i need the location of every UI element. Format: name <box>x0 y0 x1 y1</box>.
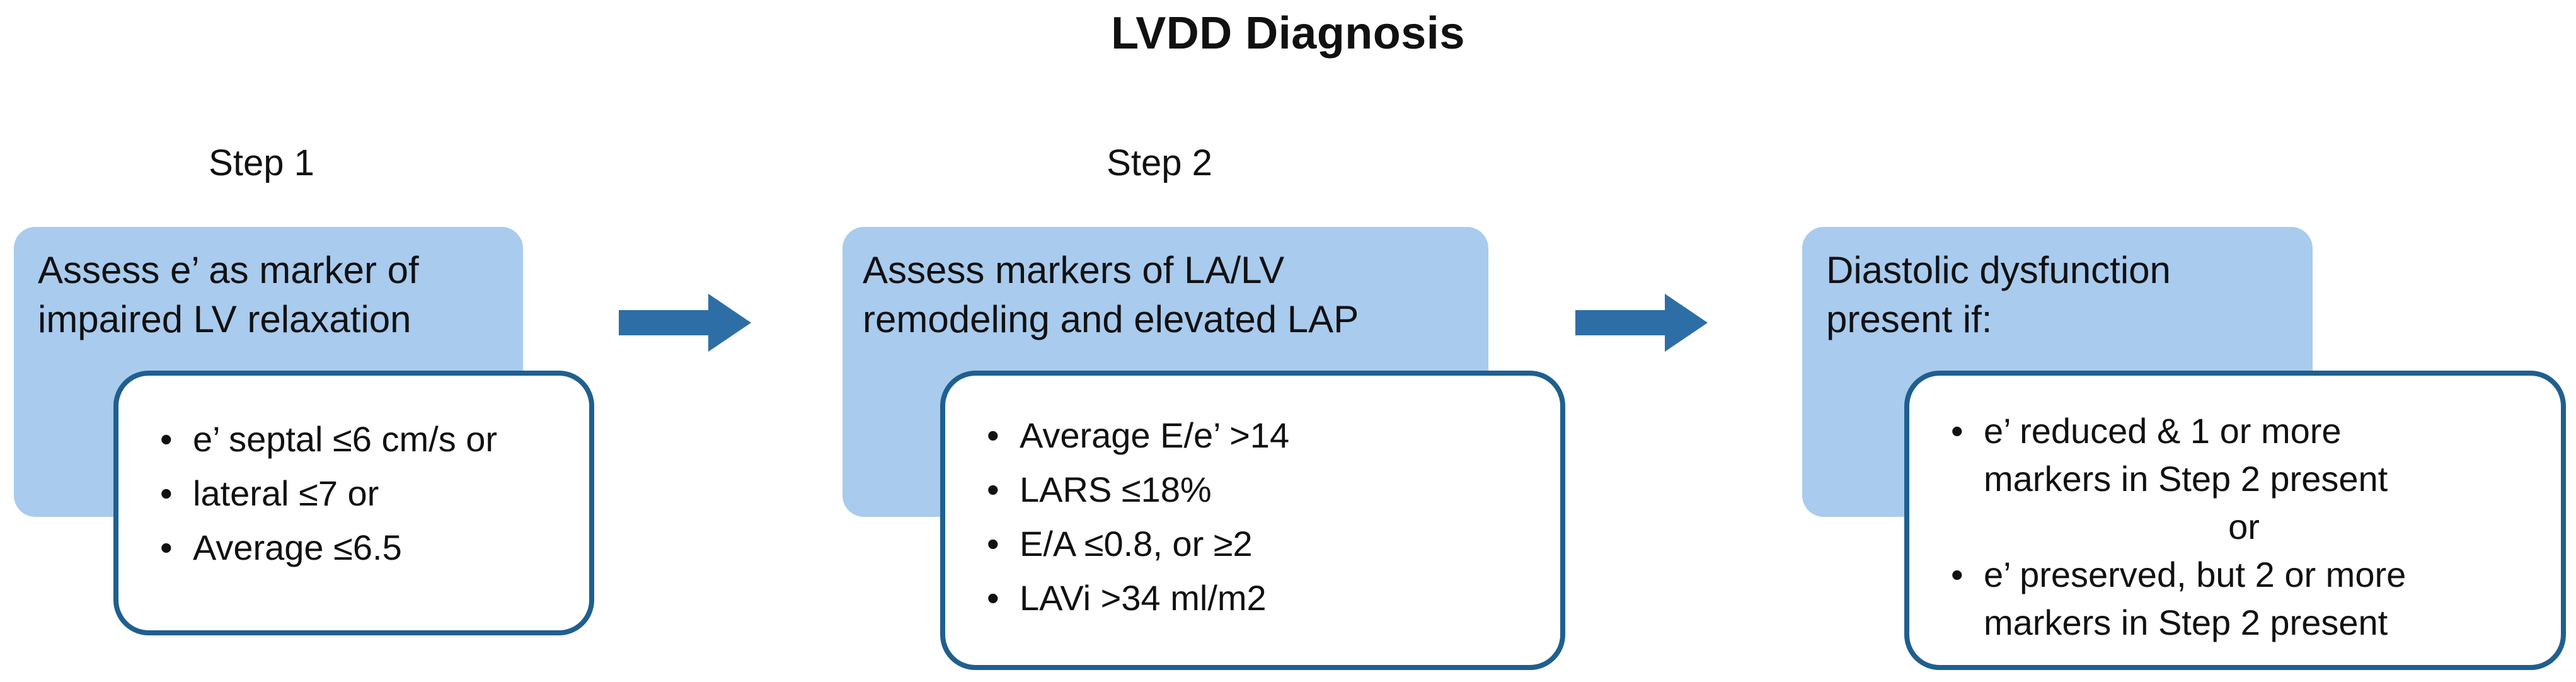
condition-2: • e’ preserved, but 2 or more markers in… <box>1946 551 2542 647</box>
criteria-item: e’ septal ≤6 cm/s or <box>155 412 589 466</box>
condition-1-line1: e’ reduced & 1 or more <box>1984 411 2342 451</box>
step-1-criteria-list: e’ septal ≤6 cm/s or lateral ≤7 or Avera… <box>155 412 589 575</box>
step-2-label: Step 2 <box>1107 142 1212 183</box>
right-arrow-icon <box>1575 294 1708 352</box>
conclusion-header-line1: Diastolic dysfunction <box>1826 249 2171 291</box>
step-1-label: Step 1 <box>209 142 314 183</box>
criteria-item: E/A ≤0.8, or ≥2 <box>982 517 1560 571</box>
criteria-item: LARS ≤18% <box>982 463 1560 517</box>
diagram-title: LVDD Diagnosis <box>1111 8 1465 59</box>
step-1-criteria-box: e’ septal ≤6 cm/s or lateral ≤7 or Avera… <box>113 371 594 635</box>
criteria-item: LAVi >34 ml/m2 <box>982 571 1560 625</box>
condition-2-line2: markers in Step 2 present <box>1984 603 2388 642</box>
criteria-item: lateral ≤7 or <box>155 466 589 521</box>
step-2-criteria-list: Average E/e’ >14 LARS ≤18% E/A ≤0.8, or … <box>982 408 1560 625</box>
or-separator: or <box>2228 507 2260 546</box>
conclusion-header-line2: present if: <box>1826 298 1992 340</box>
right-arrow-icon <box>619 294 751 352</box>
criteria-item: Average E/e’ >14 <box>982 408 1560 463</box>
step-2-criteria-box: Average E/e’ >14 LARS ≤18% E/A ≤0.8, or … <box>940 371 1565 670</box>
step-1-header-line2: impaired LV relaxation <box>38 298 411 340</box>
condition-1: • e’ reduced & 1 or more markers in Step… <box>1946 407 2542 503</box>
step-2-header-line2: remodeling and elevated LAP <box>863 298 1359 340</box>
condition-1-line2: markers in Step 2 present <box>1984 459 2388 499</box>
conclusion-criteria-box: • e’ reduced & 1 or more markers in Step… <box>1904 371 2566 670</box>
step-2-header-line1: Assess markers of LA/LV <box>863 249 1285 291</box>
criteria-item: Average ≤6.5 <box>155 521 589 575</box>
condition-2-line1: e’ preserved, but 2 or more <box>1984 555 2406 594</box>
step-1-header-line1: Assess e’ as marker of <box>38 249 419 291</box>
